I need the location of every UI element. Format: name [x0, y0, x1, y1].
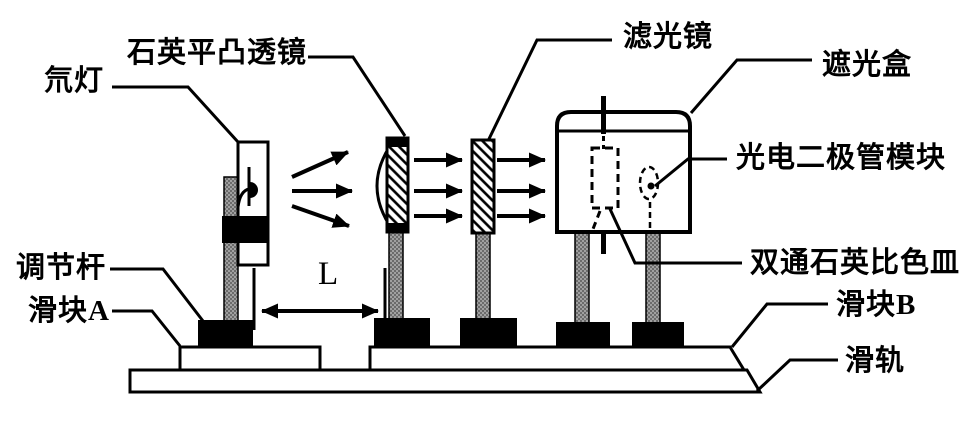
- photodiode-dot: [647, 182, 655, 190]
- lens-post: [388, 230, 404, 323]
- collimated-ray-arrows-after-filter: [497, 152, 546, 224]
- lamp-clamp-band: [222, 216, 268, 243]
- slide-rail-shape: [128, 368, 763, 394]
- shield-box-assembly: [555, 96, 692, 254]
- label-adjust-rod: 调节杆: [16, 252, 107, 284]
- plano-convex-lens-assembly: [375, 136, 410, 330]
- box-right-post: [645, 231, 661, 325]
- lamp-leader-line: [112, 85, 240, 144]
- box-right-base-block: [632, 322, 684, 347]
- cuvette-lower-dashes: [591, 210, 602, 230]
- lens-leader-line: [308, 55, 407, 137]
- lamp-base-block: [198, 320, 253, 347]
- lens-base-block: [374, 318, 430, 347]
- leader-lines: [110, 38, 838, 393]
- slider-a-leader-line: [112, 309, 182, 347]
- label-shield-box: 遮光盒: [822, 49, 913, 81]
- ray-arrow: [291, 204, 350, 228]
- diverging-ray-arrows: [291, 150, 353, 228]
- lamp-post: [223, 176, 239, 323]
- collimated-ray-arrows-after-lens: [414, 152, 463, 224]
- ray-arrow: [291, 150, 349, 179]
- shield-box-body: [555, 110, 692, 234]
- rail-and-sliders: [128, 345, 763, 394]
- label-filter: 滤光镜: [623, 21, 714, 53]
- label-distance-L: L: [318, 256, 339, 292]
- holder-rod-top: [601, 96, 606, 134]
- label-rail: 滑轨: [845, 345, 906, 377]
- lens-bottom-cap: [387, 223, 408, 232]
- filter-base-block: [460, 318, 517, 347]
- lamp-housing: [236, 140, 270, 267]
- box-left-post: [574, 231, 590, 325]
- photodiode-leader-line: [654, 157, 727, 188]
- filter-leader-line: [486, 38, 612, 142]
- lamp-bulb-icon: [250, 182, 258, 198]
- lamp-filament-hook: [236, 187, 250, 208]
- slider-b-leader-line: [730, 302, 828, 348]
- adjust-rod-leader-line: [110, 267, 205, 322]
- shield-box-leader-line: [689, 58, 812, 114]
- box-left-base-block: [556, 322, 610, 347]
- deuterium-lamp-assembly: [222, 140, 270, 330]
- label-lamp: 氘灯: [44, 65, 105, 97]
- base-blocks: [198, 318, 684, 347]
- cuvette-dashed-outline: [590, 146, 620, 210]
- filter-post: [475, 232, 491, 323]
- cuvette-leader-line: [608, 208, 742, 265]
- optical-filter-plate: [470, 138, 496, 235]
- rail-leader-line: [755, 358, 838, 393]
- label-slider-b: 滑块B: [836, 289, 917, 321]
- label-photodiode: 光电二极管模块: [736, 142, 947, 174]
- label-lens: 石英平凸透镜: [127, 37, 308, 69]
- label-cuvette: 双通石英比色皿: [750, 247, 961, 279]
- holder-rod-bottom: [601, 232, 606, 254]
- lens-plate: [385, 136, 410, 234]
- slider-a-plate: [178, 345, 322, 372]
- slider-b-plate: [368, 345, 747, 372]
- label-slider-a: 滑块A: [28, 295, 110, 327]
- lens-top-cap: [387, 138, 408, 147]
